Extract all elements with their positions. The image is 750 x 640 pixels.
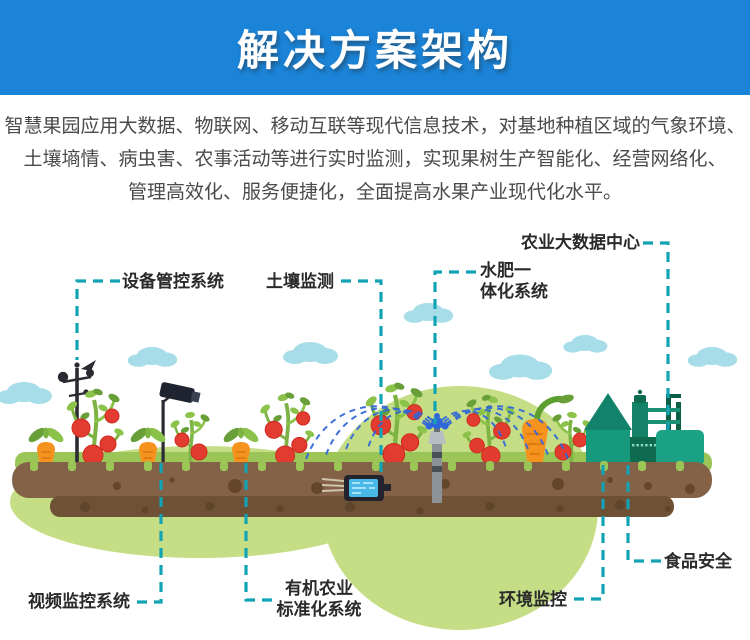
connector-soil: [341, 279, 383, 477]
label-video-surveillance: 视频监控系统: [28, 592, 130, 611]
cloud-icon: [0, 303, 738, 404]
label-water-fertilizer-system: 水肥一 体化系统: [480, 261, 548, 301]
factory-icon: [584, 389, 704, 466]
header-banner: 解决方案架构: [0, 0, 750, 95]
label-food-safety: 食品安全: [664, 552, 732, 571]
soil-icon: [12, 461, 712, 517]
soil-sensor-icon: [321, 475, 391, 501]
tomato-plant-icon: [63, 381, 595, 466]
connector-video: [134, 463, 163, 604]
connector-environment: [572, 465, 605, 601]
connector-water-fert: [433, 270, 476, 424]
connector-big-data: [643, 241, 670, 430]
label-soil-monitoring: 土壤监测: [266, 272, 334, 291]
carrot-icon: [522, 394, 574, 469]
label-environment-monitoring: 环境监控: [499, 590, 567, 609]
description-line: 智慧果园应用大数据、物联网、移动互联等现代信息技术，对基地种植区域的气象环境、: [4, 116, 746, 137]
carrot-icon: [25, 424, 262, 471]
description-paragraph: 智慧果园应用大数据、物联网、移动互联等现代信息技术，对基地种植区域的气象环境、 …: [0, 110, 750, 209]
connector-equipment: [75, 279, 120, 360]
description-line: 土壤墒情、病虫害、农事活动等进行实时监测，实现果树生产智能化、经营网络化、: [23, 149, 727, 170]
cctv-camera-icon: [159, 382, 201, 466]
page-title: 解决方案架构: [236, 27, 513, 74]
label-organic-standardization: 有机农业 标准化系统: [276, 579, 362, 619]
callout-connectors: [75, 241, 670, 604]
sprinkler-icon: [304, 405, 570, 503]
description-line: 管理高效化、服务便捷化，全面提高水果产业现代化水平。: [127, 182, 622, 203]
weather-station-icon: [57, 360, 96, 466]
connector-food-safety: [626, 465, 661, 563]
label-equipment-system: 设备管控系统: [122, 272, 224, 291]
label-big-data-center: 农业大数据中心: [521, 233, 640, 252]
